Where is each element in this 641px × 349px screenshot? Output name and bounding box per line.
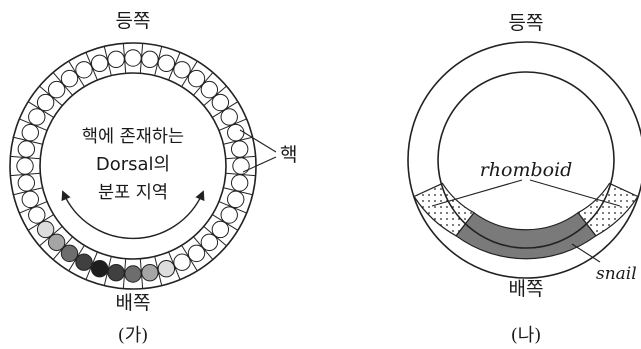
nucleus [16, 157, 34, 175]
caption-b: (나) [511, 325, 542, 346]
nucleus [187, 69, 206, 88]
ventral-side-label-b: 배쪽 [509, 278, 544, 300]
nucleus [211, 220, 230, 239]
outer-boundary-b [407, 41, 641, 279]
nucleus [227, 123, 245, 142]
panel-b: 등쪽 rhomboid snail 배쪽 (나) [407, 12, 641, 346]
nucleus [75, 253, 93, 271]
nucleus [107, 50, 125, 69]
nucleus [124, 265, 142, 283]
nucleus [141, 50, 159, 69]
nucleus [227, 190, 245, 209]
nucleus [230, 174, 249, 192]
nucleus [17, 174, 36, 192]
nucleus [60, 244, 79, 263]
nucleus [200, 80, 219, 99]
nucleus [60, 69, 79, 88]
nucleus [28, 108, 46, 126]
nucleus [21, 123, 39, 142]
nucleus [17, 140, 36, 158]
nucleus [157, 260, 176, 278]
nucleus [75, 61, 93, 79]
nucleus [157, 54, 176, 72]
nucleus [124, 49, 142, 67]
nuclei-layer [16, 49, 250, 283]
nucleus-pointer-upper [239, 129, 277, 153]
nucleus [220, 206, 238, 224]
center-text-line2: Dorsal의 [96, 154, 170, 175]
inner-boundary-b [437, 71, 615, 249]
nucleus [107, 263, 125, 282]
dorsal-side-label-b: 등쪽 [509, 12, 544, 34]
snail-label: snail [596, 264, 637, 284]
nucleus [173, 253, 191, 271]
nucleus [200, 233, 219, 252]
caption-a: (가) [118, 325, 149, 346]
nucleus [187, 244, 206, 263]
nucleus [141, 263, 159, 282]
rhomboid-label: rhomboid [480, 159, 573, 181]
nucleus [47, 233, 66, 252]
panel-a: 등쪽 핵에 존재하는 Dorsal의 분포 지역 배쪽 (가) 핵 [9, 10, 297, 346]
nucleus [21, 190, 39, 209]
snail-pointer [571, 243, 601, 263]
nucleus-pointer-lower [242, 156, 277, 173]
nucleus [220, 108, 238, 126]
center-text-line3: 분포 지역 [98, 183, 168, 203]
rhomboid-pointer-right [529, 179, 621, 207]
nucleus [173, 61, 191, 79]
ventral-side-label-a: 배쪽 [116, 292, 151, 314]
nucleus [36, 220, 55, 239]
nucleus [28, 206, 46, 224]
dorsal-distribution-arc [61, 190, 205, 240]
nucleus [90, 54, 109, 72]
nucleus [232, 157, 250, 175]
embryo-cross-section-a [9, 42, 257, 290]
center-text-line1: 핵에 존재하는 [82, 127, 184, 147]
nucleus [211, 93, 230, 112]
nucleus [230, 140, 249, 158]
nucleus [90, 260, 109, 278]
dorsal-side-label-a: 등쪽 [116, 10, 151, 32]
nucleus [36, 93, 55, 112]
nucleus-label: 핵 [280, 144, 297, 166]
rhomboid-pointer-left [431, 179, 523, 207]
nucleus [47, 80, 66, 99]
inner-boundary [39, 72, 227, 260]
